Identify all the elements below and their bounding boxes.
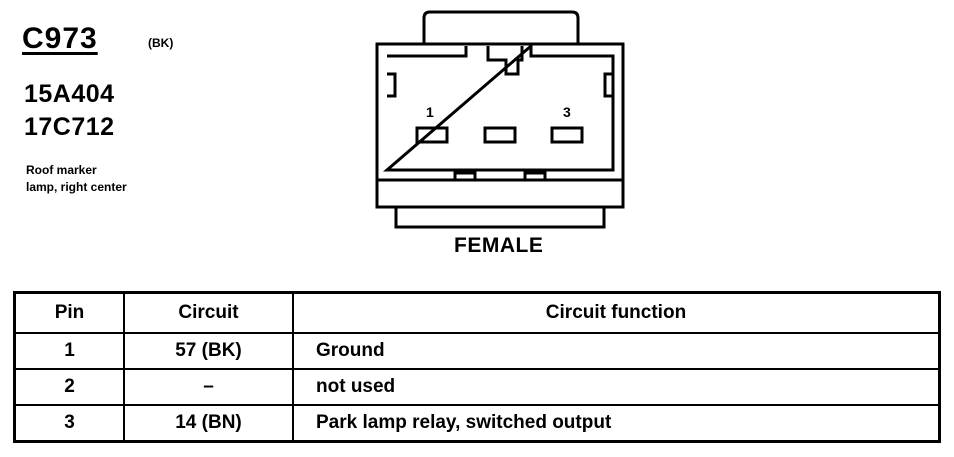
terminal-pin-1 [415, 126, 449, 144]
header-function: Circuit function [292, 291, 941, 334]
part-number-2: 17C712 [24, 113, 115, 141]
table-row: 2 – not used [13, 368, 941, 406]
table-header-row: Pin Circuit Circuit function [13, 291, 941, 334]
connector-face-diagram [375, 10, 625, 229]
terminal-pin-2 [483, 126, 517, 144]
connector-key [486, 46, 524, 76]
cell-circuit: 14 (BN) [123, 404, 294, 443]
cell-pin: 3 [13, 404, 125, 443]
cell-function: Ground [292, 332, 941, 370]
description-line-1: Roof marker [26, 163, 97, 177]
connector-base [394, 205, 606, 229]
cell-pin: 1 [13, 332, 125, 370]
connector-description: Roof marker lamp, right center [26, 162, 127, 196]
table-row: 1 57 (BK) Ground [13, 332, 941, 370]
right-notch [603, 72, 613, 98]
header-pin: Pin [13, 291, 125, 334]
part-number-1: 15A404 [24, 80, 115, 108]
lock-window-left [453, 171, 477, 182]
description-line-2: lamp, right center [26, 180, 127, 194]
cell-circuit: 57 (BK) [123, 332, 294, 370]
cell-function: not used [292, 368, 941, 406]
pin-label-3: 3 [563, 104, 571, 120]
connector-gender-label: FEMALE [454, 234, 544, 257]
connector-housing [375, 42, 625, 209]
connector-latch [422, 10, 580, 44]
connector-flange [375, 178, 625, 209]
cell-function: Park lamp relay, switched output [292, 404, 941, 443]
cell-pin: 2 [13, 368, 125, 406]
lock-window-right [523, 171, 547, 182]
pin-label-1: 1 [426, 104, 434, 120]
cell-circuit: – [123, 368, 294, 406]
left-notch [387, 72, 397, 98]
header-circuit: Circuit [123, 291, 294, 334]
pin-table: Pin Circuit Circuit function 1 57 (BK) G… [13, 291, 941, 443]
terminal-pin-3 [550, 126, 584, 144]
connector-color: (BK) [148, 36, 174, 50]
table-row: 3 14 (BN) Park lamp relay, switched outp… [13, 404, 941, 443]
connector-id: C973 [22, 22, 98, 55]
connector-cavity [382, 42, 615, 172]
